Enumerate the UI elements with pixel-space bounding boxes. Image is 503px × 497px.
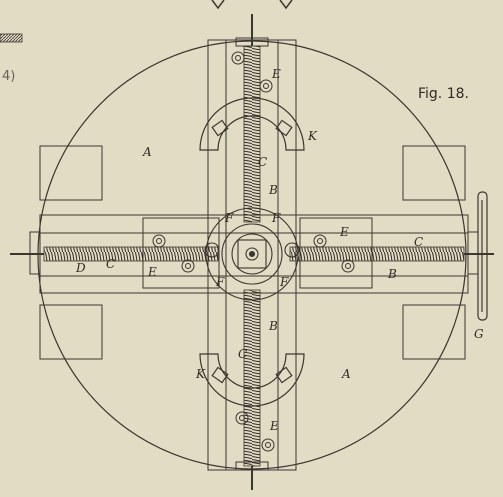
clamp-k-bottom [199, 353, 305, 407]
bolts [152, 51, 355, 452]
label-k-bottom: K [195, 367, 206, 381]
corner-blocks [39, 145, 466, 360]
vertical-screw [243, 14, 261, 490]
label-e-right: E [339, 225, 349, 239]
label-e-bottom: E [269, 419, 279, 433]
label-b-bottom: B [268, 319, 278, 333]
central-hub [204, 207, 300, 301]
label-e-left: E [147, 265, 157, 279]
clamp-k-top [199, 97, 305, 151]
top-arrows [211, 0, 293, 10]
scale-bar-fragment [0, 33, 23, 43]
label-a-upper: A [142, 145, 152, 159]
side-text: 4) [2, 69, 15, 84]
label-b-top: B [268, 183, 278, 197]
label-e-top: E [271, 67, 281, 81]
handwheel-g [477, 191, 488, 321]
label-k-top: K [307, 129, 318, 143]
figure-title: Fig. 18. [418, 86, 469, 102]
label-f-bl: F [215, 275, 225, 289]
label-g: G [474, 327, 484, 341]
label-d-left: D [75, 261, 86, 275]
label-f-br: F [279, 275, 289, 289]
label-c-right: C [414, 235, 423, 249]
label-c-bottom: C [238, 347, 247, 361]
screw-end-bearings [29, 37, 479, 471]
horizontal-screw [10, 246, 494, 262]
label-f-tr: F [271, 211, 281, 225]
label-f-tl: F [224, 211, 234, 225]
label-c-left: C [106, 257, 115, 271]
label-b-right: B [387, 267, 397, 281]
label-c-top: C [258, 155, 267, 169]
label-a-lower: A [341, 367, 351, 381]
